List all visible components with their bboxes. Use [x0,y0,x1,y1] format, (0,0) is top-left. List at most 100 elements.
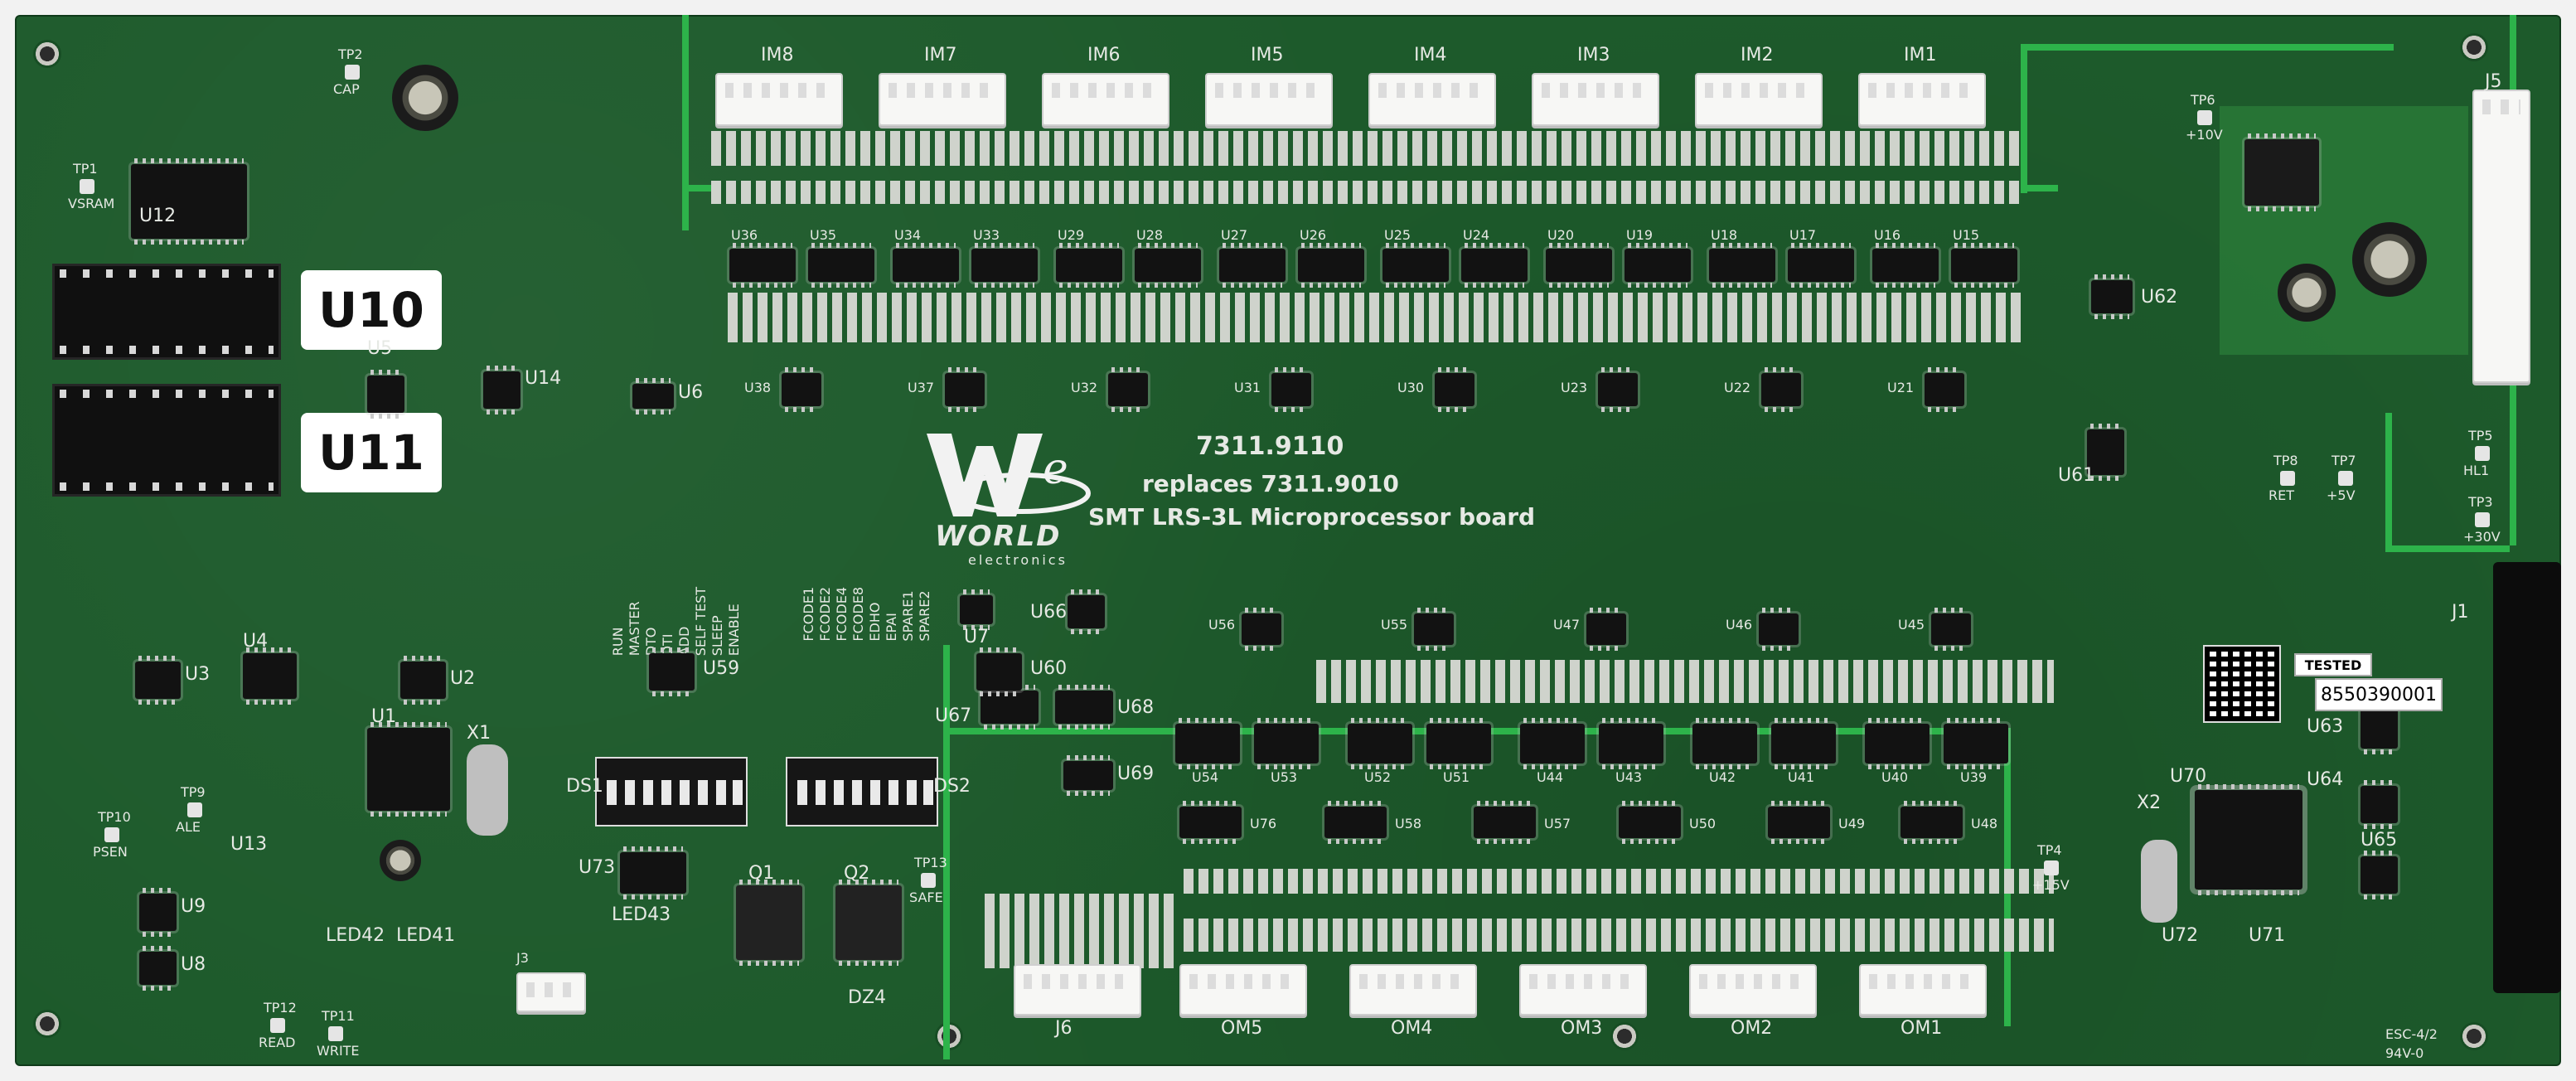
logo-brand-text: WORLD [935,520,1062,553]
ic-chip-label: U55 [1381,617,1408,633]
ic-chip [1382,243,1449,288]
silk-label: 94V-0 [2385,1045,2424,1061]
silk-label: U64 [2307,769,2344,790]
input-connector-label: IM8 [761,45,794,65]
ic-chip [1759,608,1799,651]
x1-crystal [467,744,508,836]
board-part-number: 7311.9110 [1196,432,1344,461]
test-point-label: TP5 [2468,428,2493,444]
u60-chip [976,647,1022,696]
silk-label: U7 [964,627,990,647]
ic-chip-label: U45 [1898,617,1925,633]
resistor-array [728,293,2021,342]
ic-chip [782,367,821,412]
ic-chip [1598,367,1638,412]
ic-chip-label: U22 [1724,380,1751,395]
ds1-label: DS1 [566,776,603,797]
power-trace [2021,44,2027,193]
ic-chip-label: U26 [1300,227,1327,243]
u11-label: U11 [301,413,442,492]
ic-chip [1586,608,1626,651]
ic-chip [1771,718,1836,769]
u6-chip [632,378,674,414]
input-connector [1042,73,1169,126]
test-point-label: TP6 [2191,92,2215,108]
ic-chip-label: U34 [894,227,922,243]
ic-chip-label: U44 [1537,769,1564,785]
test-point-pad [345,65,360,80]
board-replaces: replaces 7311.9010 [1142,470,1399,497]
input-connector-label: IM4 [1414,45,1447,65]
inductor [2352,222,2427,297]
u2-chip [400,656,446,705]
svg-text:e: e [1043,444,1068,494]
ds2-dip-switch[interactable] [786,757,938,827]
ic-chip-label: U36 [731,227,758,243]
silk-label: U59 [703,658,740,679]
test-point-function: +30V [2463,529,2501,545]
ic-chip-label: U54 [1192,769,1219,785]
q1-transistor [736,880,802,966]
test-point-function: VSRAM [68,196,115,211]
ic-chip-label: U76 [1250,816,1277,831]
silk-label: U65 [2361,830,2398,851]
ic-chip [1474,801,1536,844]
silk-label: U68 [1117,697,1155,718]
serial-sticker: 8550390001 [2315,678,2443,711]
board-description: SMT LRS-3L Microprocessor board [1088,503,1536,531]
silk-label: U1 [371,706,397,727]
silk-label: LED43 [612,904,671,925]
ic-chip [1546,243,1612,288]
mounting-hole [1610,1022,1639,1050]
test-point-label: TP11 [322,1008,355,1024]
ic-chip-label: U17 [1789,227,1817,243]
test-point-function: CAP [333,81,360,97]
u69-chip [1063,755,1113,796]
test-point-function: +10V [2186,127,2223,143]
ic-chip-label: U37 [908,380,935,395]
ic-chip [1179,801,1242,844]
input-connector-label: IM2 [1741,45,1774,65]
output-connector-label: J6 [1055,1018,1073,1039]
output-connector [1859,964,1987,1016]
test-point-pad [2280,471,2295,486]
silk-label: U13 [230,834,268,855]
ic-chip [1175,718,1240,769]
u61-chip [2087,424,2124,481]
mounting-hole [2460,33,2488,61]
backup-capacitor [392,65,458,131]
input-connector [1532,73,1659,126]
output-connector [1179,964,1307,1016]
j1-label: J1 [2452,602,2469,623]
u70-microcontroller [2195,784,2302,895]
ic-chip [1788,243,1854,288]
output-connector [1014,964,1141,1016]
mounting-hole [33,1010,61,1038]
u59-chip [649,647,695,696]
silk-label: DZ4 [848,987,887,1008]
silk-label: U14 [525,368,562,389]
ic-chip [1901,801,1963,844]
u4-chip [243,647,297,705]
power-trace [2021,44,2394,51]
u73-chip [620,846,686,899]
silk-label: U60 [1030,658,1068,679]
ic-chip [1768,801,1830,844]
ds1-dip-switch[interactable] [595,757,748,827]
ic-chip [1872,243,1939,288]
ic-chip [1931,608,1971,651]
test-point-pad [2197,110,2212,125]
ic-chip [1056,243,1122,288]
resistor-array [1184,869,2054,894]
ds2-function-labels: FCODE1 FCODE2 FCODE4 FCODE8 EDHO EPAI SP… [801,587,932,642]
silk-label: U4 [243,631,269,652]
test-point-pad [2475,512,2490,527]
test-point-function: +5V [2327,487,2356,503]
ic-chip [1324,801,1387,844]
input-connector-label: IM6 [1087,45,1121,65]
input-connector [879,73,1006,126]
ic-chip-label: U33 [973,227,1000,243]
u12-chip [131,158,247,245]
test-point-function: +15V [2032,877,2070,893]
power-trace [943,645,950,1059]
